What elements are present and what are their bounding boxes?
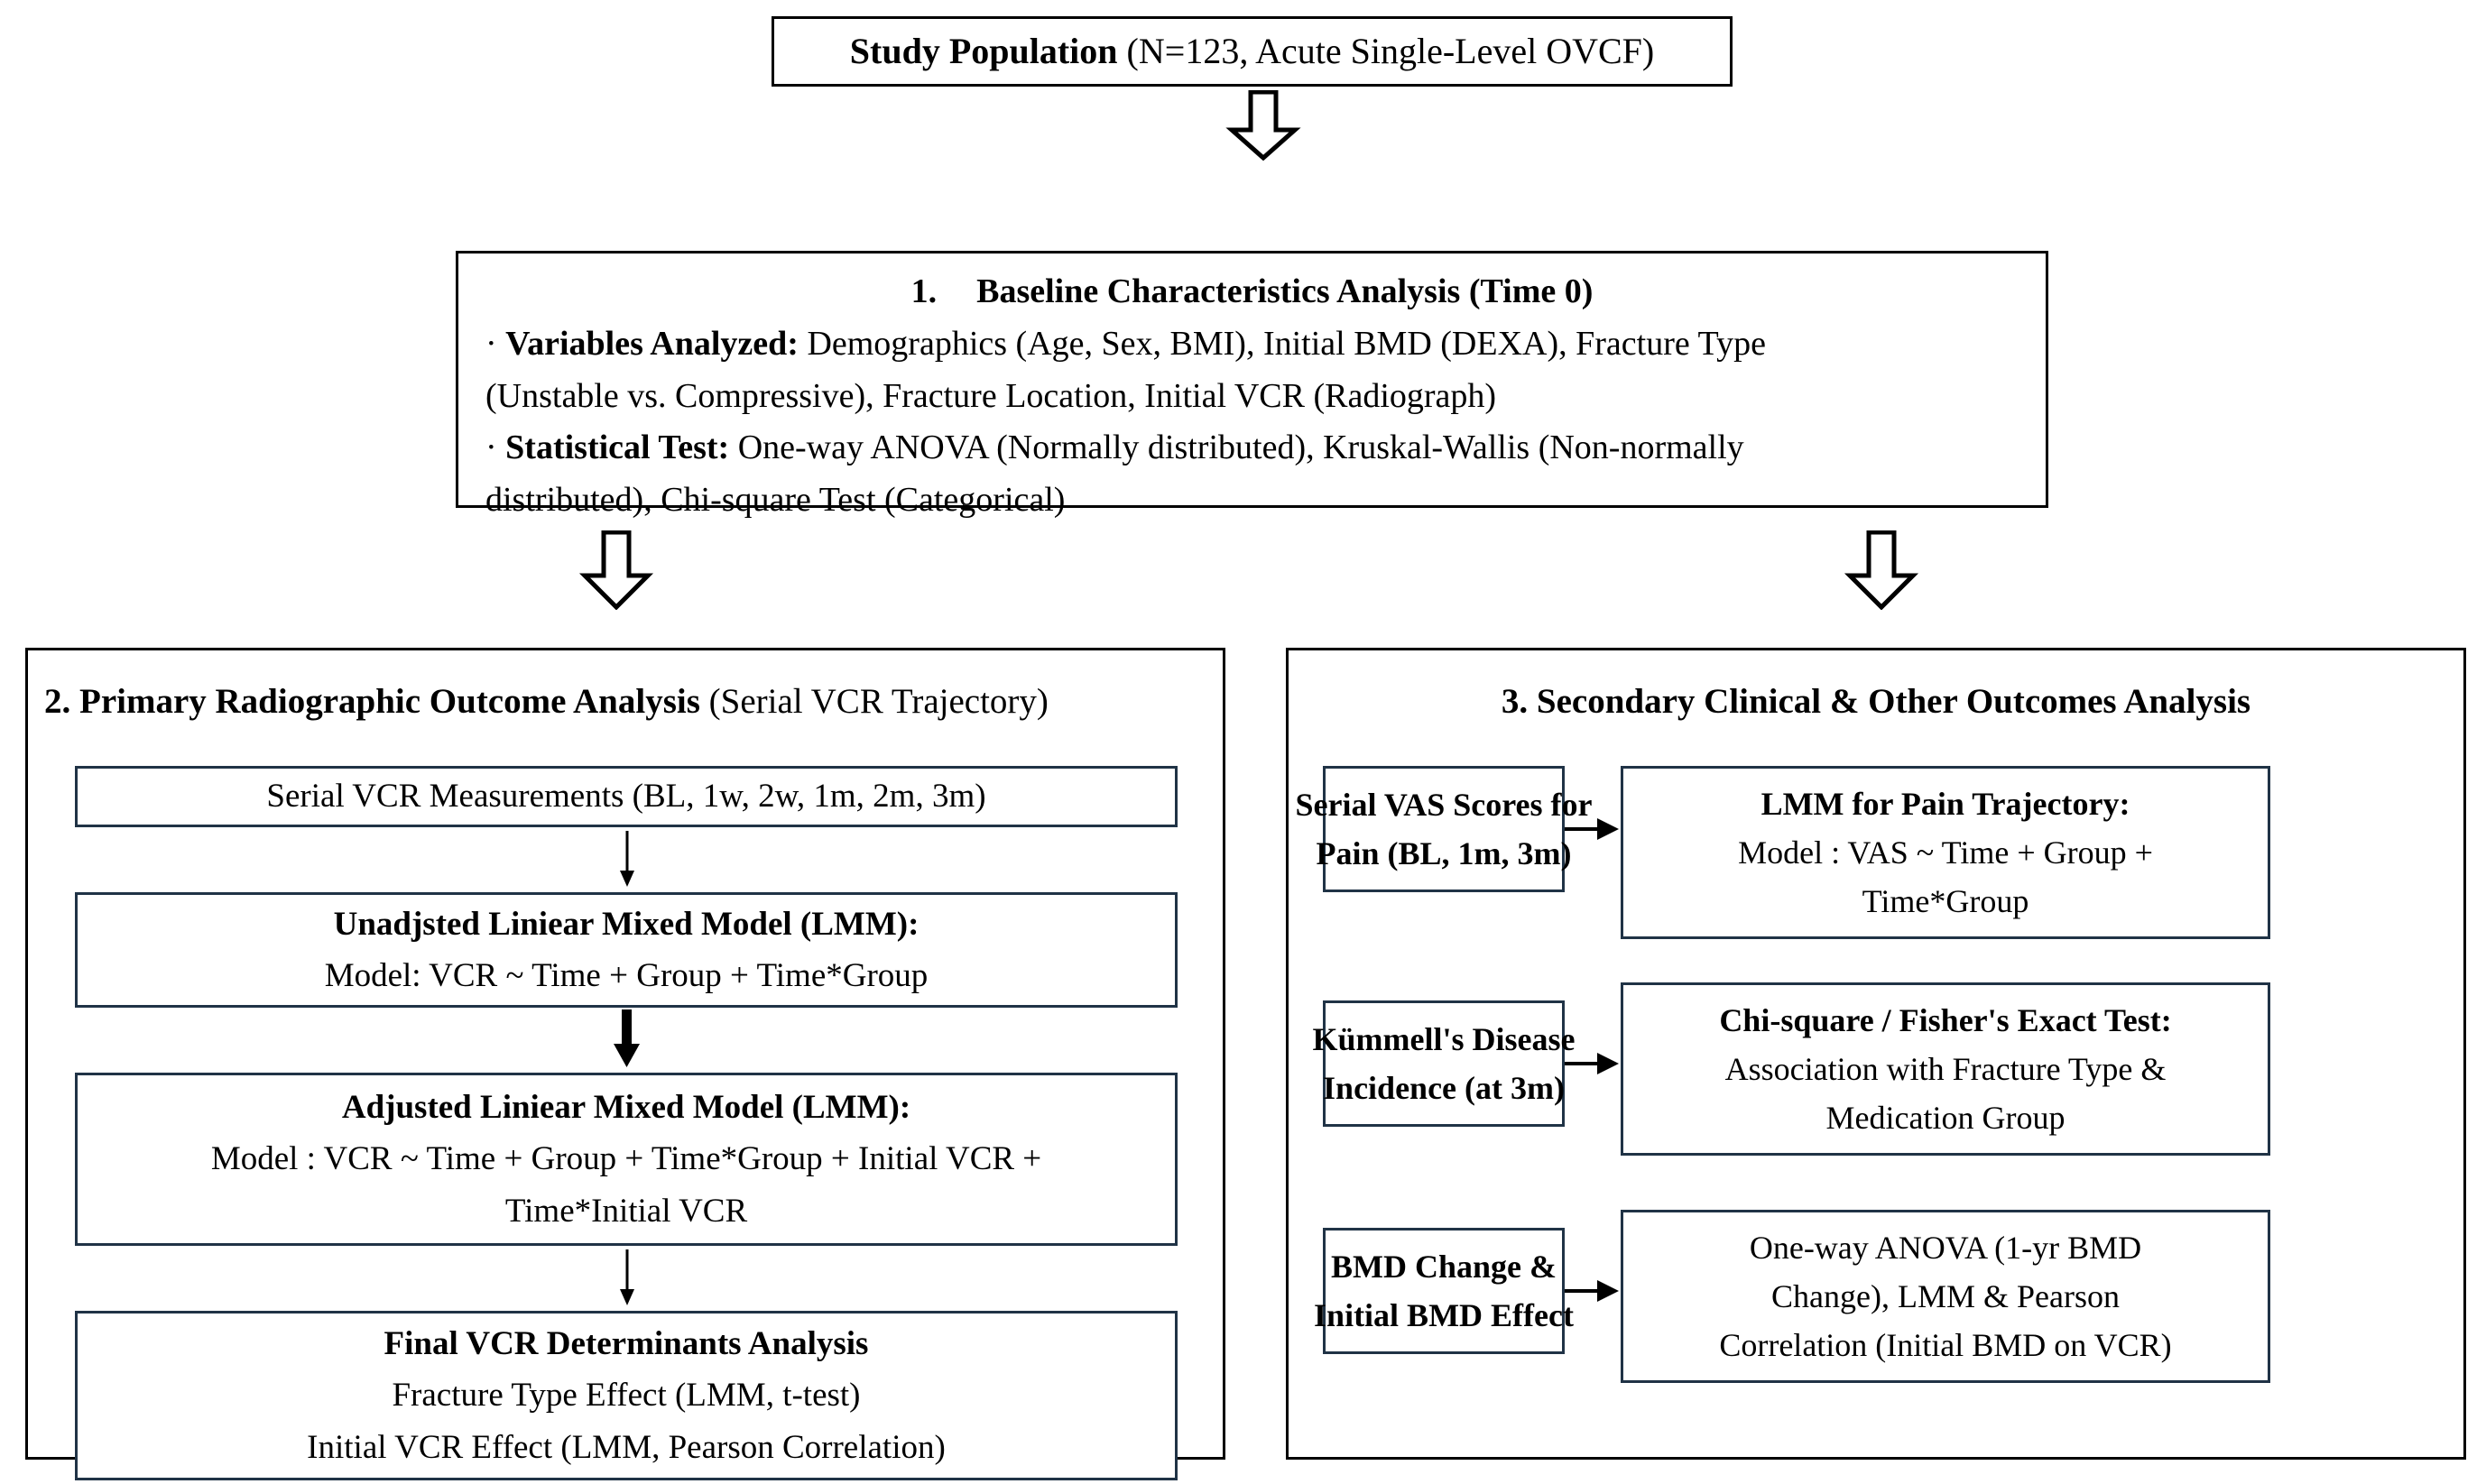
serial-vas-scores-box: Serial VAS Scores for Pain (BL, 1m, 3m) [1296, 766, 1593, 892]
study-population-box: Study Population (N=123, Acute Single-Le… [772, 16, 1733, 87]
chi-square-line-2: Association with Fracture Type & [1724, 1051, 2167, 1087]
panel3-heading: 3. Secondary Clinical & Other Outcomes A… [1501, 682, 2251, 721]
study-population-text: Study Population (N=123, Acute Single-Le… [850, 29, 1654, 74]
kummell-line-1: Kümmell's Disease [1312, 1021, 1576, 1057]
bullet-line1-variables: Demographics (Age, Sex, BMI), Initial BM… [798, 324, 1766, 363]
serial-vcr-measurements-box: Serial VCR Measurements (BL, 1w, 2w, 1m,… [75, 766, 1178, 827]
baseline-characteristics-content: 1. Baseline Characteristics Analysis (Tim… [458, 253, 2046, 536]
study-population-rest: (N=123, Acute Single-Level OVCF) [1117, 31, 1655, 71]
baseline-heading-number: 1. [910, 272, 938, 310]
final-vcr-line-1: Final VCR Determinants Analysis [384, 1324, 869, 1362]
right-arrow-row-3 [1565, 1280, 1619, 1302]
baseline-characteristics-box: 1. Baseline Characteristics Analysis (Tim… [456, 251, 2048, 519]
bullet-label-variables: Variables Analyzed: [505, 324, 799, 363]
bullet-line1-statistical: One-way ANOVA (Normally distributed), Kr… [729, 429, 1744, 467]
kummell-line-2: Incidence (at 3m) [1323, 1070, 1565, 1106]
chi-square-fisher-test-box: Chi-square / Fisher's Exact Test: Associ… [1621, 982, 2270, 1156]
anova-line-2: Change), LMM & Pearson [1771, 1278, 2120, 1314]
baseline-heading-row: 1. Baseline Characteristics Analysis (Tim… [485, 266, 2019, 318]
bmd-change-initial-bmd-effect-box: BMD Change & Initial BMD Effect [1314, 1228, 1574, 1354]
final-vcr-determinants-box: Final VCR Determinants Analysis Fracture… [75, 1311, 1178, 1480]
unadjusted-lmm-box: Unadjsted Liniear Mixed Model (LMM): Mod… [75, 892, 1178, 1008]
bmd-change-line-1: BMD Change & [1331, 1249, 1557, 1285]
thin-arrow-down-1 [620, 831, 634, 887]
thin-arrow-down-3 [620, 1249, 634, 1305]
right-arrow-row-2 [1565, 1053, 1619, 1074]
lmm-pain-line-2: Model : VAS ~ Time + Group + [1738, 834, 2153, 871]
serial-vas-line-2: Pain (BL, 1m, 3m) [1316, 835, 1572, 871]
block-arrow-down-right [1844, 530, 1919, 610]
bold-arrow-down-2 [614, 1009, 640, 1067]
bullet-marker-variables: · [485, 324, 497, 363]
unadjusted-lmm-line-2: Model: VCR ~ Time + Group + Time*Group [324, 957, 929, 994]
final-vcr-line-3: Initial VCR Effect (LMM, Pearson Correla… [307, 1428, 946, 1466]
adjusted-lmm-box: Adjusted Liniear Mixed Model (LMM): Mode… [75, 1073, 1178, 1246]
serial-vcr-line-1: Serial VCR Measurements (BL, 1w, 2w, 1m,… [266, 778, 986, 816]
lmm-pain-line-1: LMM for Pain Trajectory: [1761, 786, 2130, 822]
anova-line-1: One-way ANOVA (1-yr BMD [1749, 1230, 2142, 1266]
bullet-marker-statistical: · [485, 429, 497, 467]
chi-square-line-3: Medication Group [1825, 1100, 2066, 1136]
adjusted-lmm-line-2: Model : VCR ~ Time + Group + Time*Group … [210, 1140, 1042, 1178]
serial-vas-line-1: Serial VAS Scores for [1295, 787, 1593, 823]
adjusted-lmm-line-3: Time*Initial VCR [504, 1192, 748, 1230]
baseline-bullet-variables: · Variables Analyzed: Demographics (Age,… [485, 318, 2019, 423]
kummell-disease-incidence-box: Kümmell's Disease Incidence (at 3m) [1313, 1000, 1576, 1127]
block-arrow-down-1 [1225, 90, 1301, 161]
baseline-heading-text: Baseline Characteristics Analysis (Time … [976, 272, 1594, 310]
bullet-label-statistical: Statistical Test: [505, 429, 730, 467]
final-vcr-line-2: Fracture Type Effect (LMM, t-test) [392, 1377, 861, 1415]
primary-outcome-panel: 2. Primary Radiographic Outcome Analysis… [25, 648, 1225, 1480]
bullet-line2-variables: (Unstable vs. Compressive), Fracture Loc… [485, 376, 1497, 415]
adjusted-lmm-line-1: Adjusted Liniear Mixed Model (LMM): [341, 1088, 911, 1126]
secondary-outcomes-panel: 3. Secondary Clinical & Other Outcomes A… [1286, 648, 2466, 1460]
lmm-pain-line-3: Time*Group [1862, 883, 2029, 919]
lmm-pain-trajectory-box: LMM for Pain Trajectory: Model : VAS ~ T… [1621, 766, 2270, 939]
anova-line-3: Correlation (Initial BMD on VCR) [1719, 1327, 2172, 1363]
anova-lmm-pearson-box: One-way ANOVA (1-yr BMD Change), LMM & P… [1621, 1210, 2270, 1383]
baseline-bullet-statistical: · Statistical Test: One-way ANOVA (Norma… [485, 422, 2019, 527]
block-arrow-down-left [578, 530, 654, 610]
panel2-heading-bold: 2. Primary Radiographic Outcome Analysis [44, 682, 700, 721]
panel2-heading: 2. Primary Radiographic Outcome Analysis… [44, 679, 1210, 725]
bullet-line2-statistical: distributed), Chi-square Test (Categoric… [485, 481, 1066, 519]
unadjusted-lmm-line-1: Unadjsted Liniear Mixed Model (LMM): [333, 905, 920, 943]
study-population-bold: Study Population [849, 31, 1118, 71]
bmd-change-line-2: Initial BMD Effect [1314, 1297, 1574, 1333]
chi-square-line-1: Chi-square / Fisher's Exact Test: [1719, 1002, 2172, 1038]
panel2-heading-rest: (Serial VCR Trajectory) [699, 682, 1049, 721]
right-arrow-row-1 [1565, 818, 1619, 840]
